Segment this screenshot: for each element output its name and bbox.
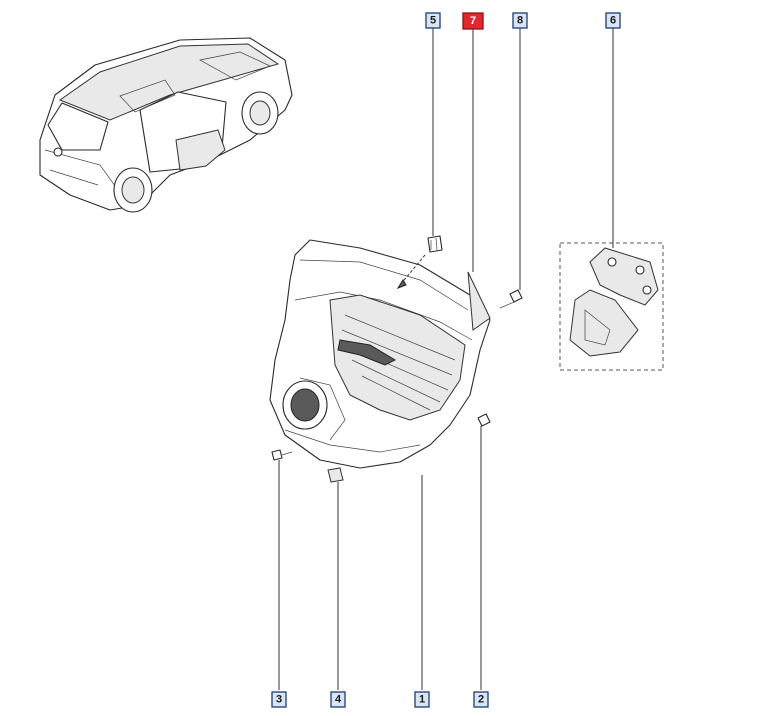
callout-1[interactable]: 1 — [414, 691, 430, 708]
callout-5[interactable]: 5 — [425, 12, 441, 29]
car-overview-illustration — [39, 37, 293, 213]
callout-6[interactable]: 6 — [605, 12, 621, 29]
screw-part-3 — [271, 449, 293, 461]
screw-part-8 — [499, 289, 523, 309]
callout-8[interactable]: 8 — [512, 12, 528, 29]
callout-7[interactable]: 7 — [462, 12, 484, 30]
clip-part-2 — [477, 413, 491, 427]
door-trim-panel — [269, 239, 491, 469]
callout-3[interactable]: 3 — [271, 691, 287, 708]
callout-2[interactable]: 2 — [473, 691, 489, 708]
corner-trim-part-7 — [467, 271, 491, 331]
clip-part-4 — [327, 467, 344, 483]
leader-lines — [278, 28, 614, 690]
callout-4[interactable]: 4 — [330, 691, 346, 708]
trim-clip-part-5 — [427, 235, 443, 253]
part-6-group-frame — [559, 242, 664, 371]
bracket-part-6 — [569, 247, 659, 357]
